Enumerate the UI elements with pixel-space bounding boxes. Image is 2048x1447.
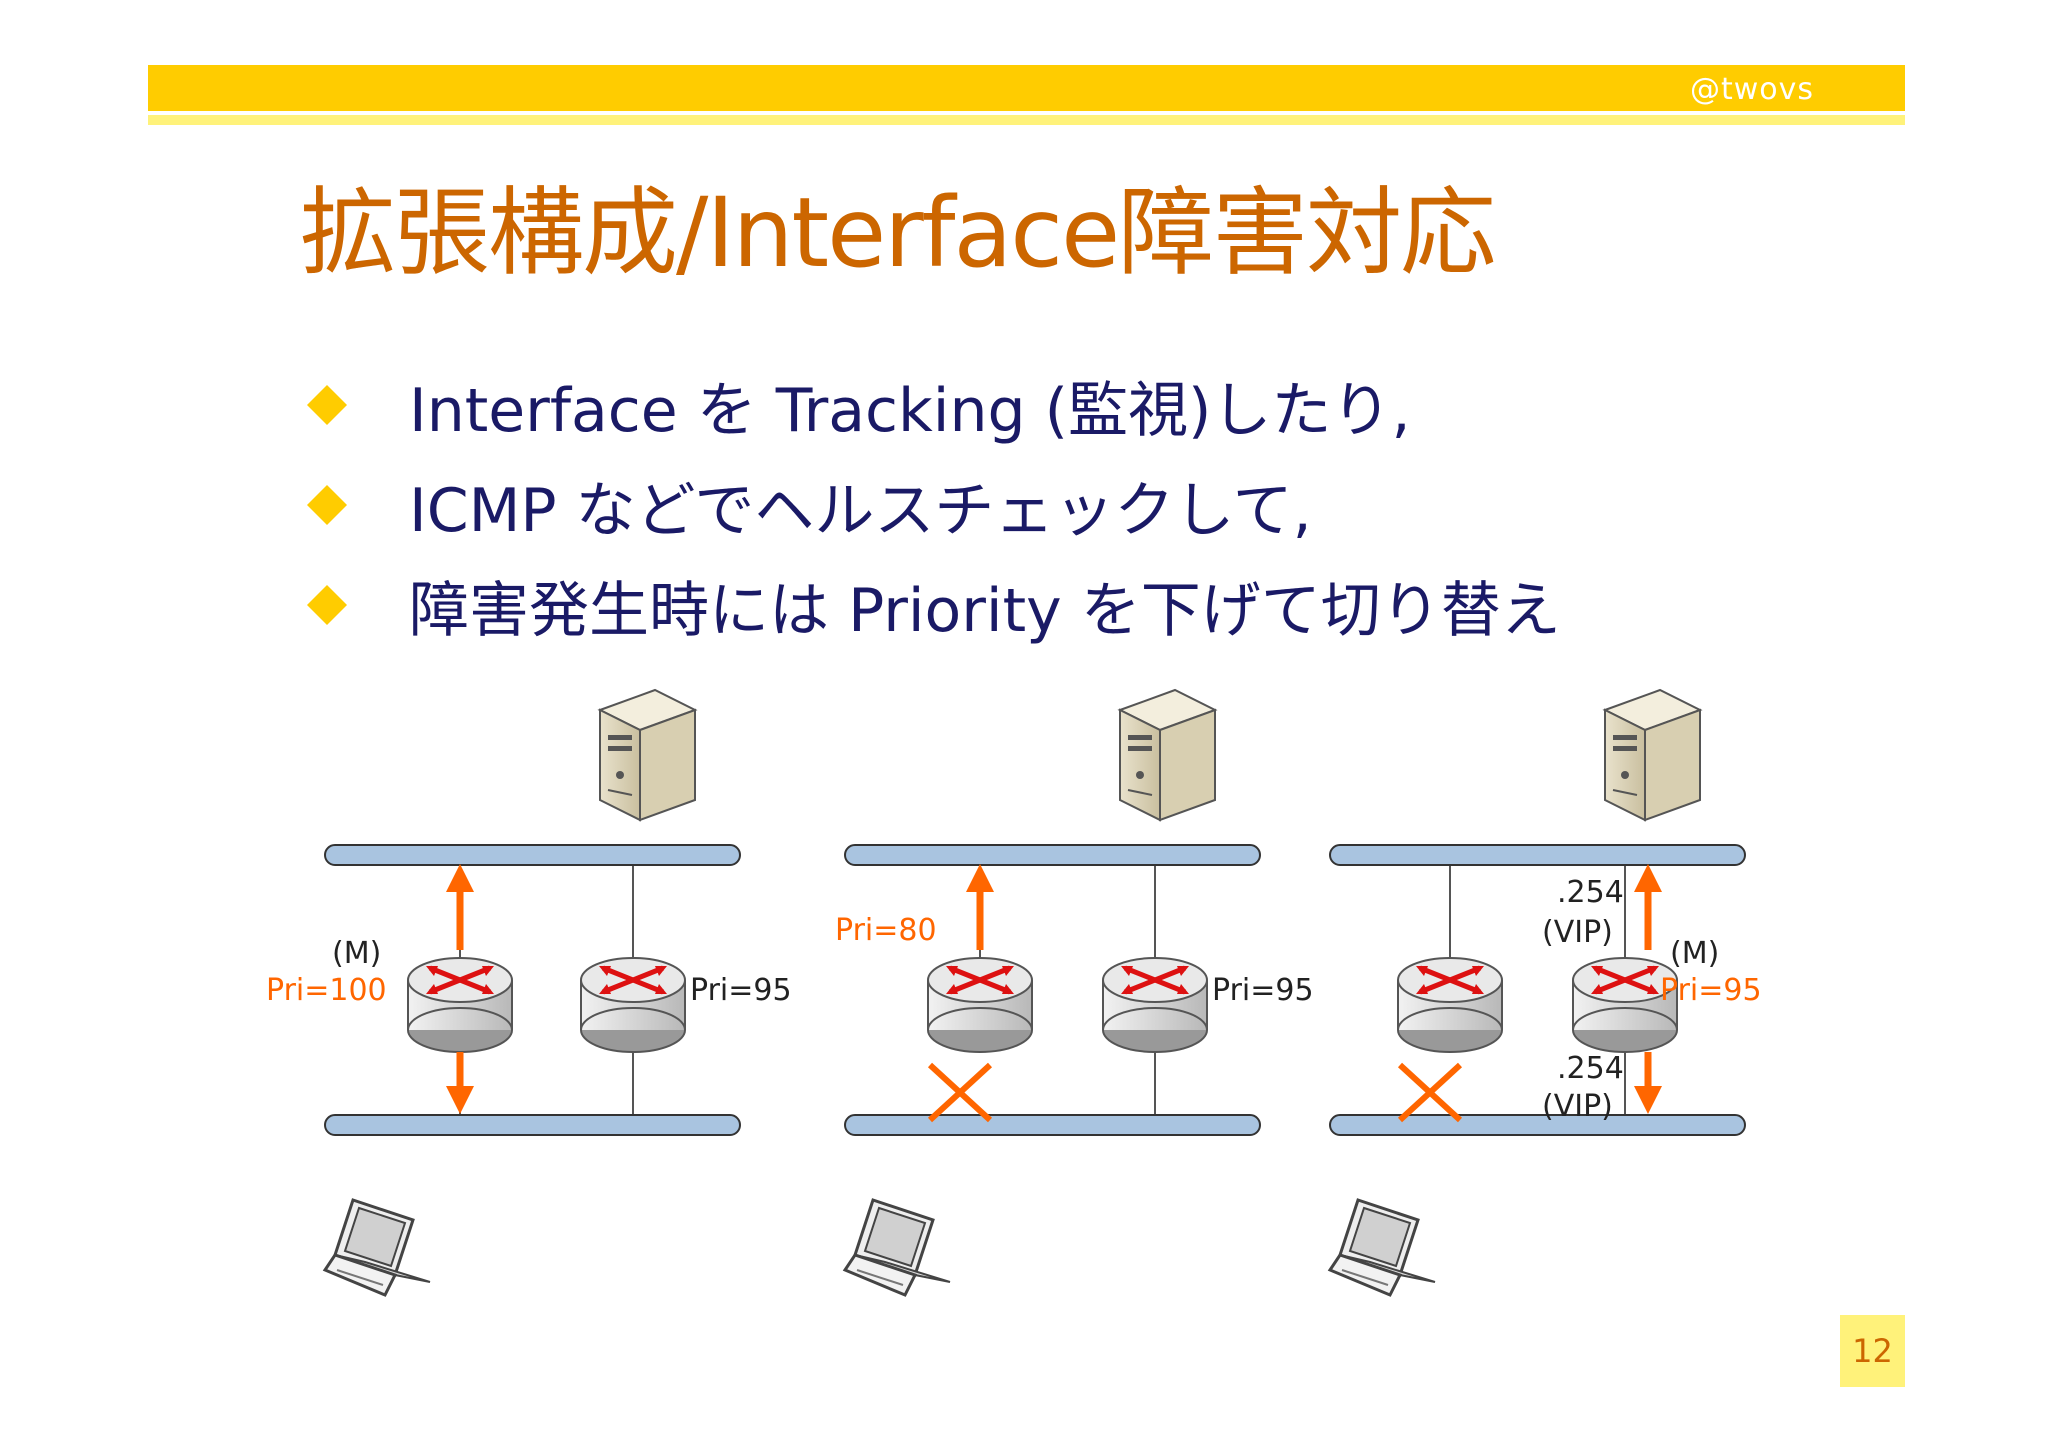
router-icon	[928, 958, 1032, 1052]
upper-lan-bus	[844, 844, 1261, 866]
panel-interface-down: Pri=80 Pri=95	[835, 689, 1314, 1297]
server-icon	[1119, 689, 1216, 821]
upper-lan-bus	[324, 844, 741, 866]
vip-lower-address: .254	[1557, 1051, 1624, 1086]
laptop-icon	[843, 1198, 952, 1297]
author-handle: @twovs	[1690, 72, 1815, 107]
laptop-icon	[1328, 1198, 1437, 1297]
bullet-text: 障害発生時には Priority を下げて切り替え	[409, 575, 1561, 646]
slide-title: 拡張構成/Interface障害対応	[300, 177, 1496, 289]
server-icon	[1604, 689, 1701, 821]
vrrp-diagram: (M) Pri=100 Pri=95 Pri=80 Pri=95 .254 (V…	[266, 689, 1762, 1297]
bullet-item: Interface を Tracking (監視)したり,	[305, 355, 1561, 455]
lower-lan-bus	[844, 1114, 1261, 1136]
router-icon	[1103, 958, 1207, 1052]
lower-lan-bus	[324, 1114, 741, 1136]
header-bar	[148, 65, 1905, 111]
failure-x-icon	[1400, 1065, 1460, 1120]
vip-upper-tag: (VIP)	[1542, 915, 1613, 950]
router-icon	[1398, 958, 1502, 1052]
vip-upper-address: .254	[1557, 875, 1624, 910]
laptop-icon	[323, 1198, 432, 1297]
backup-priority: Pri=95	[690, 973, 792, 1008]
panel-normal: (M) Pri=100 Pri=95	[266, 689, 792, 1297]
upper-lan-bus	[1329, 844, 1746, 866]
server-icon	[599, 689, 696, 821]
backup-priority: Pri=95	[1212, 973, 1314, 1008]
reduced-priority: Pri=80	[835, 913, 937, 948]
master-priority: Pri=100	[266, 973, 387, 1008]
header-underline	[148, 115, 1905, 125]
diamond-bullet-icon	[305, 583, 349, 627]
router-icon	[408, 958, 512, 1052]
bullet-list: Interface を Tracking (監視)したり, ICMP などでヘル…	[305, 355, 1561, 655]
master-label: (M)	[332, 936, 381, 971]
master-label: (M)	[1670, 936, 1719, 971]
diamond-bullet-icon	[305, 483, 349, 527]
bullet-text: Interface を Tracking (監視)したり,	[409, 375, 1411, 446]
lower-lan-bus	[1329, 1114, 1746, 1136]
vip-lower-tag: (VIP)	[1542, 1089, 1613, 1124]
bullet-item: 障害発生時には Priority を下げて切り替え	[305, 555, 1561, 655]
bullet-text: ICMP などでヘルスチェックして,	[409, 475, 1312, 546]
router-icon	[581, 958, 685, 1052]
failure-x-icon	[930, 1065, 990, 1120]
page-number: 12	[1840, 1315, 1905, 1387]
master-priority: Pri=95	[1660, 973, 1762, 1008]
bullet-item: ICMP などでヘルスチェックして,	[305, 455, 1561, 555]
panel-failover: .254 (VIP) .254 (VIP) (M) Pri=95	[1328, 689, 1762, 1297]
diamond-bullet-icon	[305, 383, 349, 427]
